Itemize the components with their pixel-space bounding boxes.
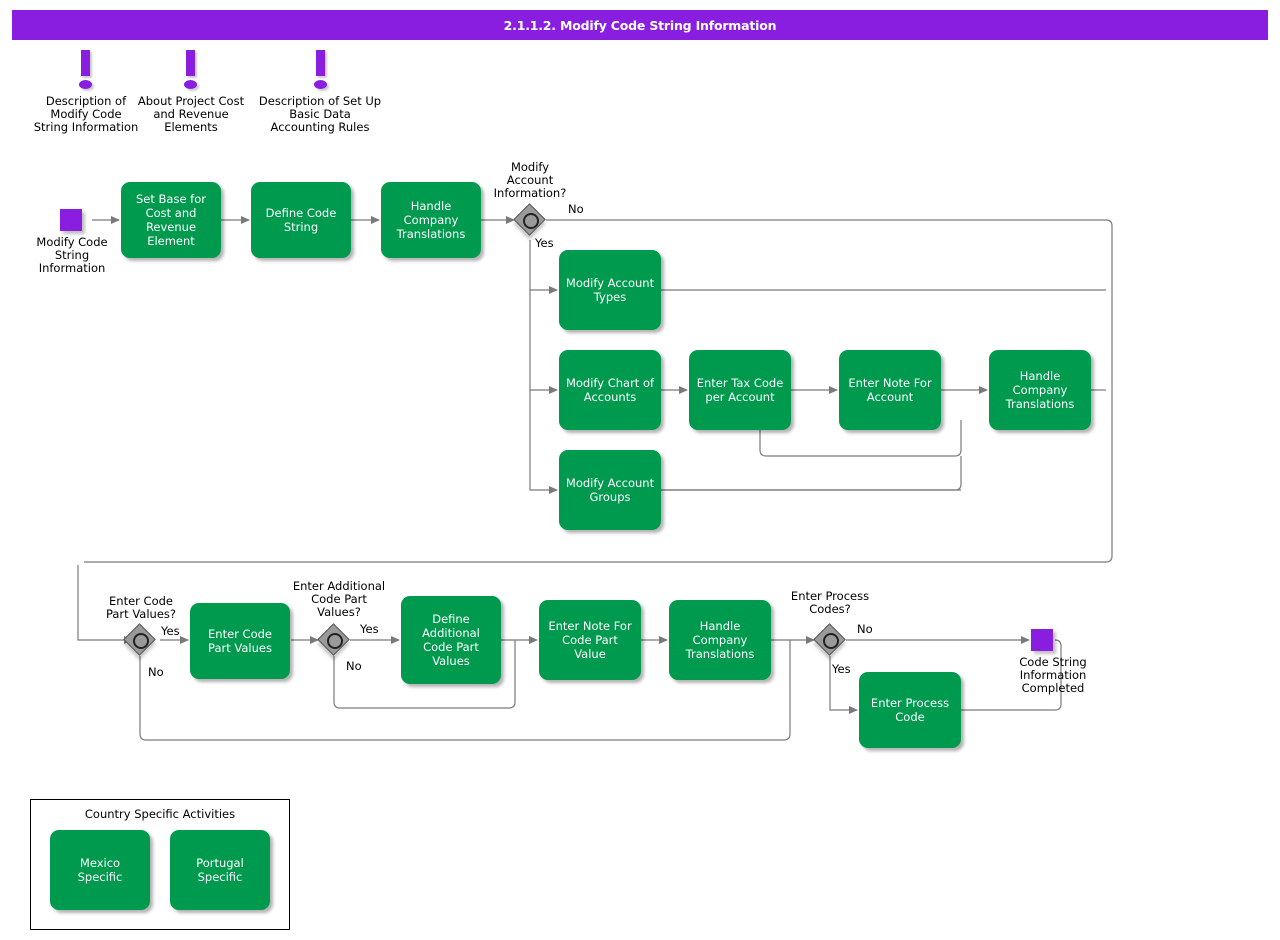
process-label: Define Code String bbox=[265, 206, 337, 234]
process-label: Set Base for Cost and Revenue Element bbox=[135, 192, 206, 248]
info-marker-label: Description of Set Up Basic Data Account… bbox=[258, 94, 382, 134]
process-label: Define Additional Code Part Values bbox=[422, 612, 480, 668]
process-handle-company-translations-3[interactable]: Handle Company Translations bbox=[669, 600, 771, 680]
gateway-label-modify-account-information: Modify Account Information? bbox=[493, 160, 567, 200]
process-portugal-specific[interactable]: Portugal Specific bbox=[170, 830, 270, 910]
process-mexico-specific[interactable]: Mexico Specific bbox=[50, 830, 150, 910]
end-terminator[interactable] bbox=[1031, 629, 1053, 651]
process-modify-chart-of-accounts[interactable]: Modify Chart of Accounts bbox=[559, 350, 661, 430]
exclamation-dot-icon bbox=[79, 80, 92, 89]
info-marker[interactable] bbox=[78, 50, 94, 90]
process-label: Mexico Specific bbox=[77, 856, 123, 884]
edge-label-no: No bbox=[346, 659, 362, 673]
process-handle-company-translations-2[interactable]: Handle Company Translations bbox=[989, 350, 1091, 430]
edge-label-yes: Yes bbox=[360, 622, 379, 636]
info-marker[interactable] bbox=[313, 50, 329, 90]
edge-label-yes: Yes bbox=[161, 624, 180, 638]
edge-label-no: No bbox=[568, 202, 584, 216]
process-modify-account-types[interactable]: Modify Account Types bbox=[559, 250, 661, 330]
process-handle-company-translations-1[interactable]: Handle Company Translations bbox=[381, 182, 481, 258]
exclamation-icon bbox=[186, 50, 195, 76]
process-label: Enter Note For Account bbox=[848, 376, 932, 404]
page-title-bar: 2.1.1.2. Modify Code String Information bbox=[12, 10, 1268, 40]
process-set-base-for-cost-and-revenue-element[interactable]: Set Base for Cost and Revenue Element bbox=[121, 182, 221, 258]
gateway-modify-account-information[interactable] bbox=[513, 203, 546, 236]
process-label: Handle Company Translations bbox=[1005, 369, 1075, 411]
process-enter-note-for-account[interactable]: Enter Note For Account bbox=[839, 350, 941, 430]
process-enter-process-code[interactable]: Enter Process Code bbox=[859, 672, 961, 748]
process-label: Modify Account Types bbox=[565, 276, 655, 304]
process-label: Enter Note For Code Part Value bbox=[548, 619, 632, 661]
process-enter-code-part-values[interactable]: Enter Code Part Values bbox=[190, 603, 290, 679]
gateway-ring-icon bbox=[327, 633, 343, 649]
process-label: Handle Company Translations bbox=[685, 619, 755, 661]
gateway-enter-code-part-values[interactable] bbox=[123, 623, 156, 656]
info-marker-label: Description of Modify Code String Inform… bbox=[33, 94, 139, 134]
exclamation-icon bbox=[81, 50, 90, 76]
edge-label-yes: Yes bbox=[535, 236, 554, 250]
process-label: Modify Account Groups bbox=[565, 476, 655, 504]
edge-label-yes: Yes bbox=[832, 662, 851, 676]
process-define-additional-code-part-values[interactable]: Define Additional Code Part Values bbox=[401, 596, 501, 684]
process-modify-account-groups[interactable]: Modify Account Groups bbox=[559, 450, 661, 530]
process-label: Modify Chart of Accounts bbox=[565, 376, 655, 404]
process-label: Handle Company Translations bbox=[396, 199, 466, 241]
gateway-enter-process-codes[interactable] bbox=[813, 623, 846, 656]
start-terminator[interactable] bbox=[60, 209, 82, 231]
exclamation-dot-icon bbox=[184, 80, 197, 89]
process-label: Enter Process Code bbox=[870, 696, 950, 724]
gateway-ring-icon bbox=[523, 213, 539, 229]
exclamation-icon bbox=[316, 50, 325, 76]
process-label: Enter Tax Code per Account bbox=[696, 376, 784, 404]
gateway-label-enter-process-codes: Enter Process Codes? bbox=[790, 589, 870, 616]
edge-label-no: No bbox=[148, 665, 164, 679]
exclamation-dot-icon bbox=[314, 80, 327, 89]
gateway-label-enter-code-part-values: Enter Code Part Values? bbox=[105, 594, 177, 621]
process-define-code-string[interactable]: Define Code String bbox=[251, 182, 351, 258]
start-terminator-label: Modify Code String Information bbox=[36, 235, 108, 275]
gateway-label-enter-additional-code-part-values: Enter Additional Code Part Values? bbox=[292, 579, 386, 619]
end-terminator-label: Code String Information Completed bbox=[1019, 655, 1087, 695]
gateway-ring-icon bbox=[133, 633, 149, 649]
process-label: Portugal Specific bbox=[196, 856, 244, 884]
process-enter-tax-code-per-account[interactable]: Enter Tax Code per Account bbox=[689, 350, 791, 430]
process-enter-note-for-code-part-value[interactable]: Enter Note For Code Part Value bbox=[539, 600, 641, 680]
process-label: Enter Code Part Values bbox=[208, 627, 272, 655]
page-title: 2.1.1.2. Modify Code String Information bbox=[503, 17, 777, 33]
gateway-ring-icon bbox=[823, 633, 839, 649]
info-marker[interactable] bbox=[183, 50, 199, 90]
edge-label-no: No bbox=[857, 622, 873, 636]
info-marker-label: About Project Cost and Revenue Elements bbox=[137, 94, 245, 134]
gateway-enter-additional-code-part-values[interactable] bbox=[317, 623, 350, 656]
country-specific-activities-title: Country Specific Activities bbox=[84, 807, 236, 821]
